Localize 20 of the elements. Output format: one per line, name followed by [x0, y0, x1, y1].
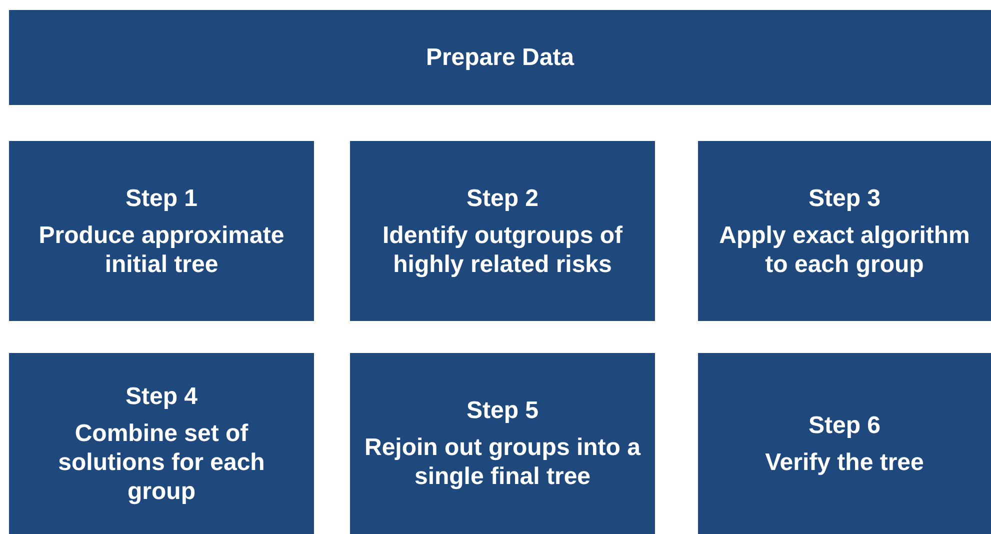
step-box — [698, 353, 991, 534]
step-description: Combine set of solutions for each group — [57, 418, 266, 506]
step-label: Step 6 — [808, 410, 881, 440]
step-description: Verify the tree — [765, 448, 924, 476]
step-description: Apply exact algorithm to each group — [718, 220, 971, 278]
step-box — [698, 141, 991, 321]
step-box — [350, 141, 655, 321]
step-label: Step 4 — [125, 382, 198, 410]
step-description: Produce approximate initial tree — [38, 220, 286, 278]
header-box — [9, 10, 991, 105]
step-box — [350, 353, 655, 534]
step-label: Step 3 — [808, 184, 881, 212]
step-label: Step 1 — [125, 184, 198, 212]
step-label: Step 5 — [466, 396, 539, 425]
step-box — [9, 353, 314, 534]
step-description: Identify outgroups of highly related risks — [382, 220, 624, 278]
step-box — [9, 141, 314, 321]
header-title: Prepare Data — [426, 43, 574, 72]
step-label: Step 2 — [466, 184, 539, 212]
step-description: Rejoin out groups into a single final tree — [364, 433, 641, 491]
